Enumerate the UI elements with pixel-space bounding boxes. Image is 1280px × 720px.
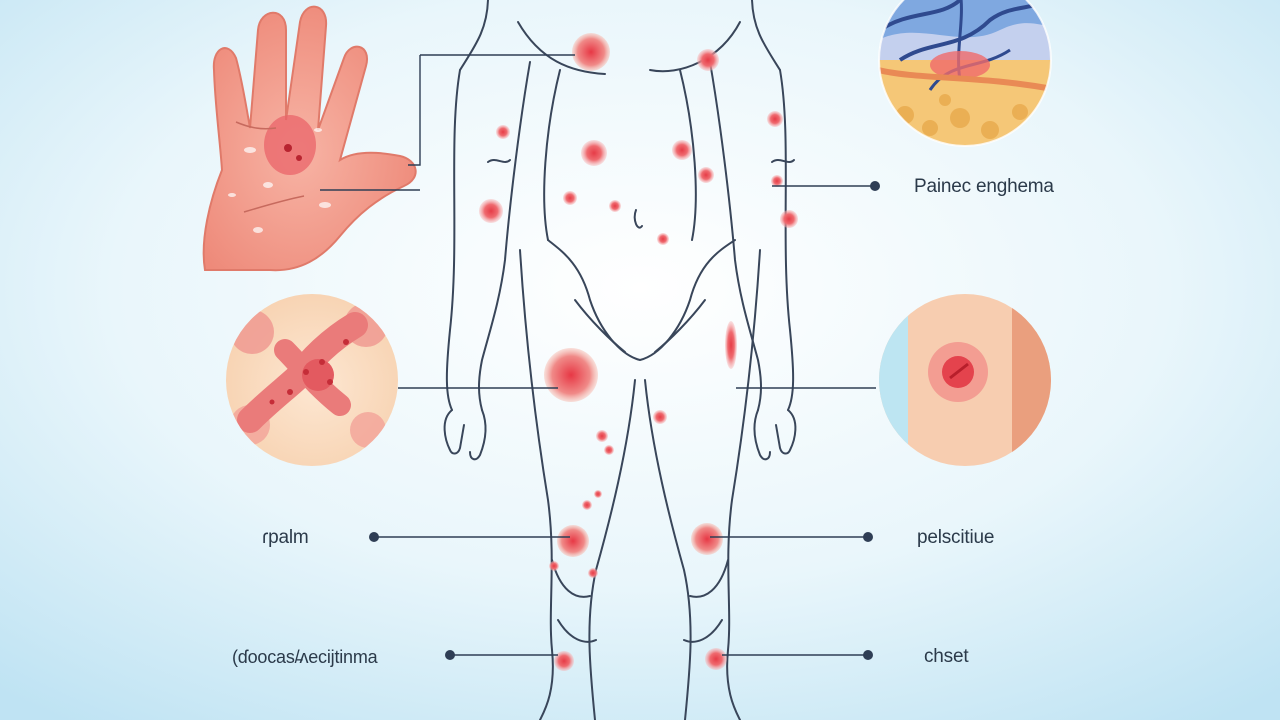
rash-inset	[226, 294, 398, 466]
tissue-inset	[878, 0, 1052, 147]
lesion	[653, 410, 667, 424]
hand-illustration	[202, 5, 417, 272]
lesion	[780, 210, 798, 228]
leader-dots	[369, 181, 880, 660]
lesion	[544, 348, 598, 402]
lesion	[657, 233, 669, 245]
leader-lines	[320, 54, 876, 656]
label-nodose-erythema: (ɗoocas/̵ʌecijtinma	[232, 647, 378, 667]
lesion	[479, 199, 503, 223]
lesion	[596, 430, 608, 442]
lesion	[588, 568, 598, 578]
lesion	[609, 200, 621, 212]
label-palmar-erythema: Painec enghema	[914, 176, 1054, 197]
lesion	[697, 49, 719, 71]
body-outline	[443, 0, 797, 720]
lesion	[725, 321, 737, 369]
lesion	[604, 445, 614, 455]
lesion	[691, 523, 723, 555]
lesion	[549, 561, 559, 571]
lesion	[554, 651, 574, 671]
lesion-spots	[479, 33, 798, 671]
lesion	[581, 140, 607, 166]
lesion	[582, 500, 592, 510]
lesion	[767, 111, 783, 127]
lesion	[563, 191, 577, 205]
lesion	[705, 648, 727, 670]
lesion	[771, 175, 783, 187]
label-chest: chset	[924, 646, 969, 667]
lesion-closeup-inset	[879, 294, 1051, 466]
lesion	[594, 490, 602, 498]
label-petechiae: pelscitiue	[917, 527, 995, 548]
lesion	[557, 525, 589, 557]
lesion	[672, 140, 692, 160]
lesion	[496, 125, 510, 139]
label-palm: ɾpalm	[262, 527, 309, 548]
lesion	[698, 167, 714, 183]
lesion	[572, 33, 610, 71]
